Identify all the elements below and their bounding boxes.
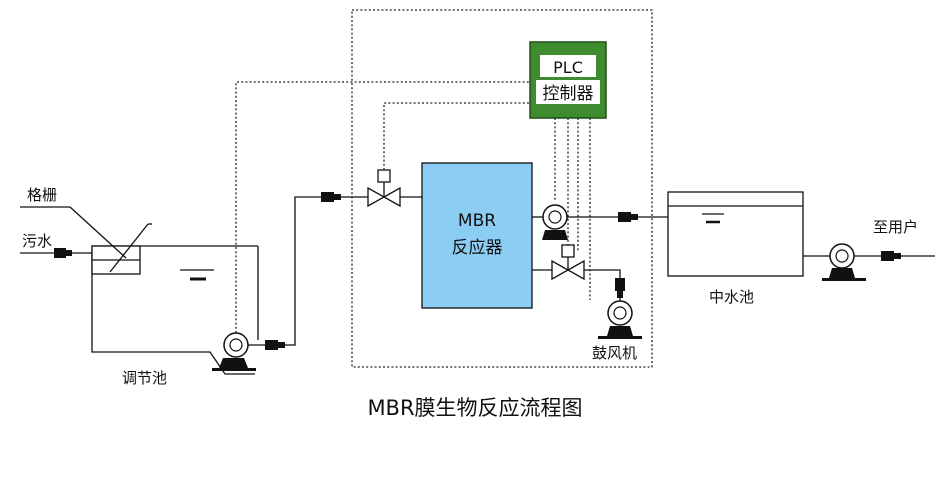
blower-label: 鼓风机 xyxy=(592,344,637,362)
regulating-tank xyxy=(91,223,259,375)
plc-label-bg xyxy=(540,55,596,77)
reactor-label: 反应器 xyxy=(452,238,503,258)
valve-icon xyxy=(367,169,401,208)
reclaimed-water-tank xyxy=(667,191,804,277)
control-system-boundary xyxy=(351,9,653,368)
water-level-icon xyxy=(180,269,214,281)
plc-controller-label: 控制器 xyxy=(543,84,594,104)
mbr-reactor: MBR 反应器 xyxy=(421,162,533,309)
flow-meter-icon xyxy=(54,248,66,258)
plc-controller: PLC 控制器 xyxy=(529,41,607,119)
grille-label: 格栅 xyxy=(27,186,57,204)
flow-meter-icon xyxy=(321,192,334,202)
diagram-caption: MBR膜生物反应流程图 xyxy=(367,396,582,420)
mbr-label: MBR xyxy=(458,211,496,231)
sewage-label: 污水 xyxy=(22,232,52,250)
flow-meter-icon xyxy=(618,212,631,222)
pump-icon xyxy=(822,243,866,281)
pump-icon xyxy=(542,204,568,240)
flow-meter-icon xyxy=(615,278,625,291)
pump-icon xyxy=(212,332,256,371)
plc-label-bg-2 xyxy=(536,80,600,104)
valve-icon xyxy=(551,244,585,281)
plc-label: PLC xyxy=(553,58,583,77)
flow-meter-icon xyxy=(881,251,894,261)
pump-icon xyxy=(598,300,642,339)
reclaimed-tank-label: 中水池 xyxy=(709,288,754,306)
water-level-icon xyxy=(702,213,724,224)
to-user-label: 至用户 xyxy=(873,218,918,236)
regulating-tank-label: 调节池 xyxy=(122,369,167,387)
